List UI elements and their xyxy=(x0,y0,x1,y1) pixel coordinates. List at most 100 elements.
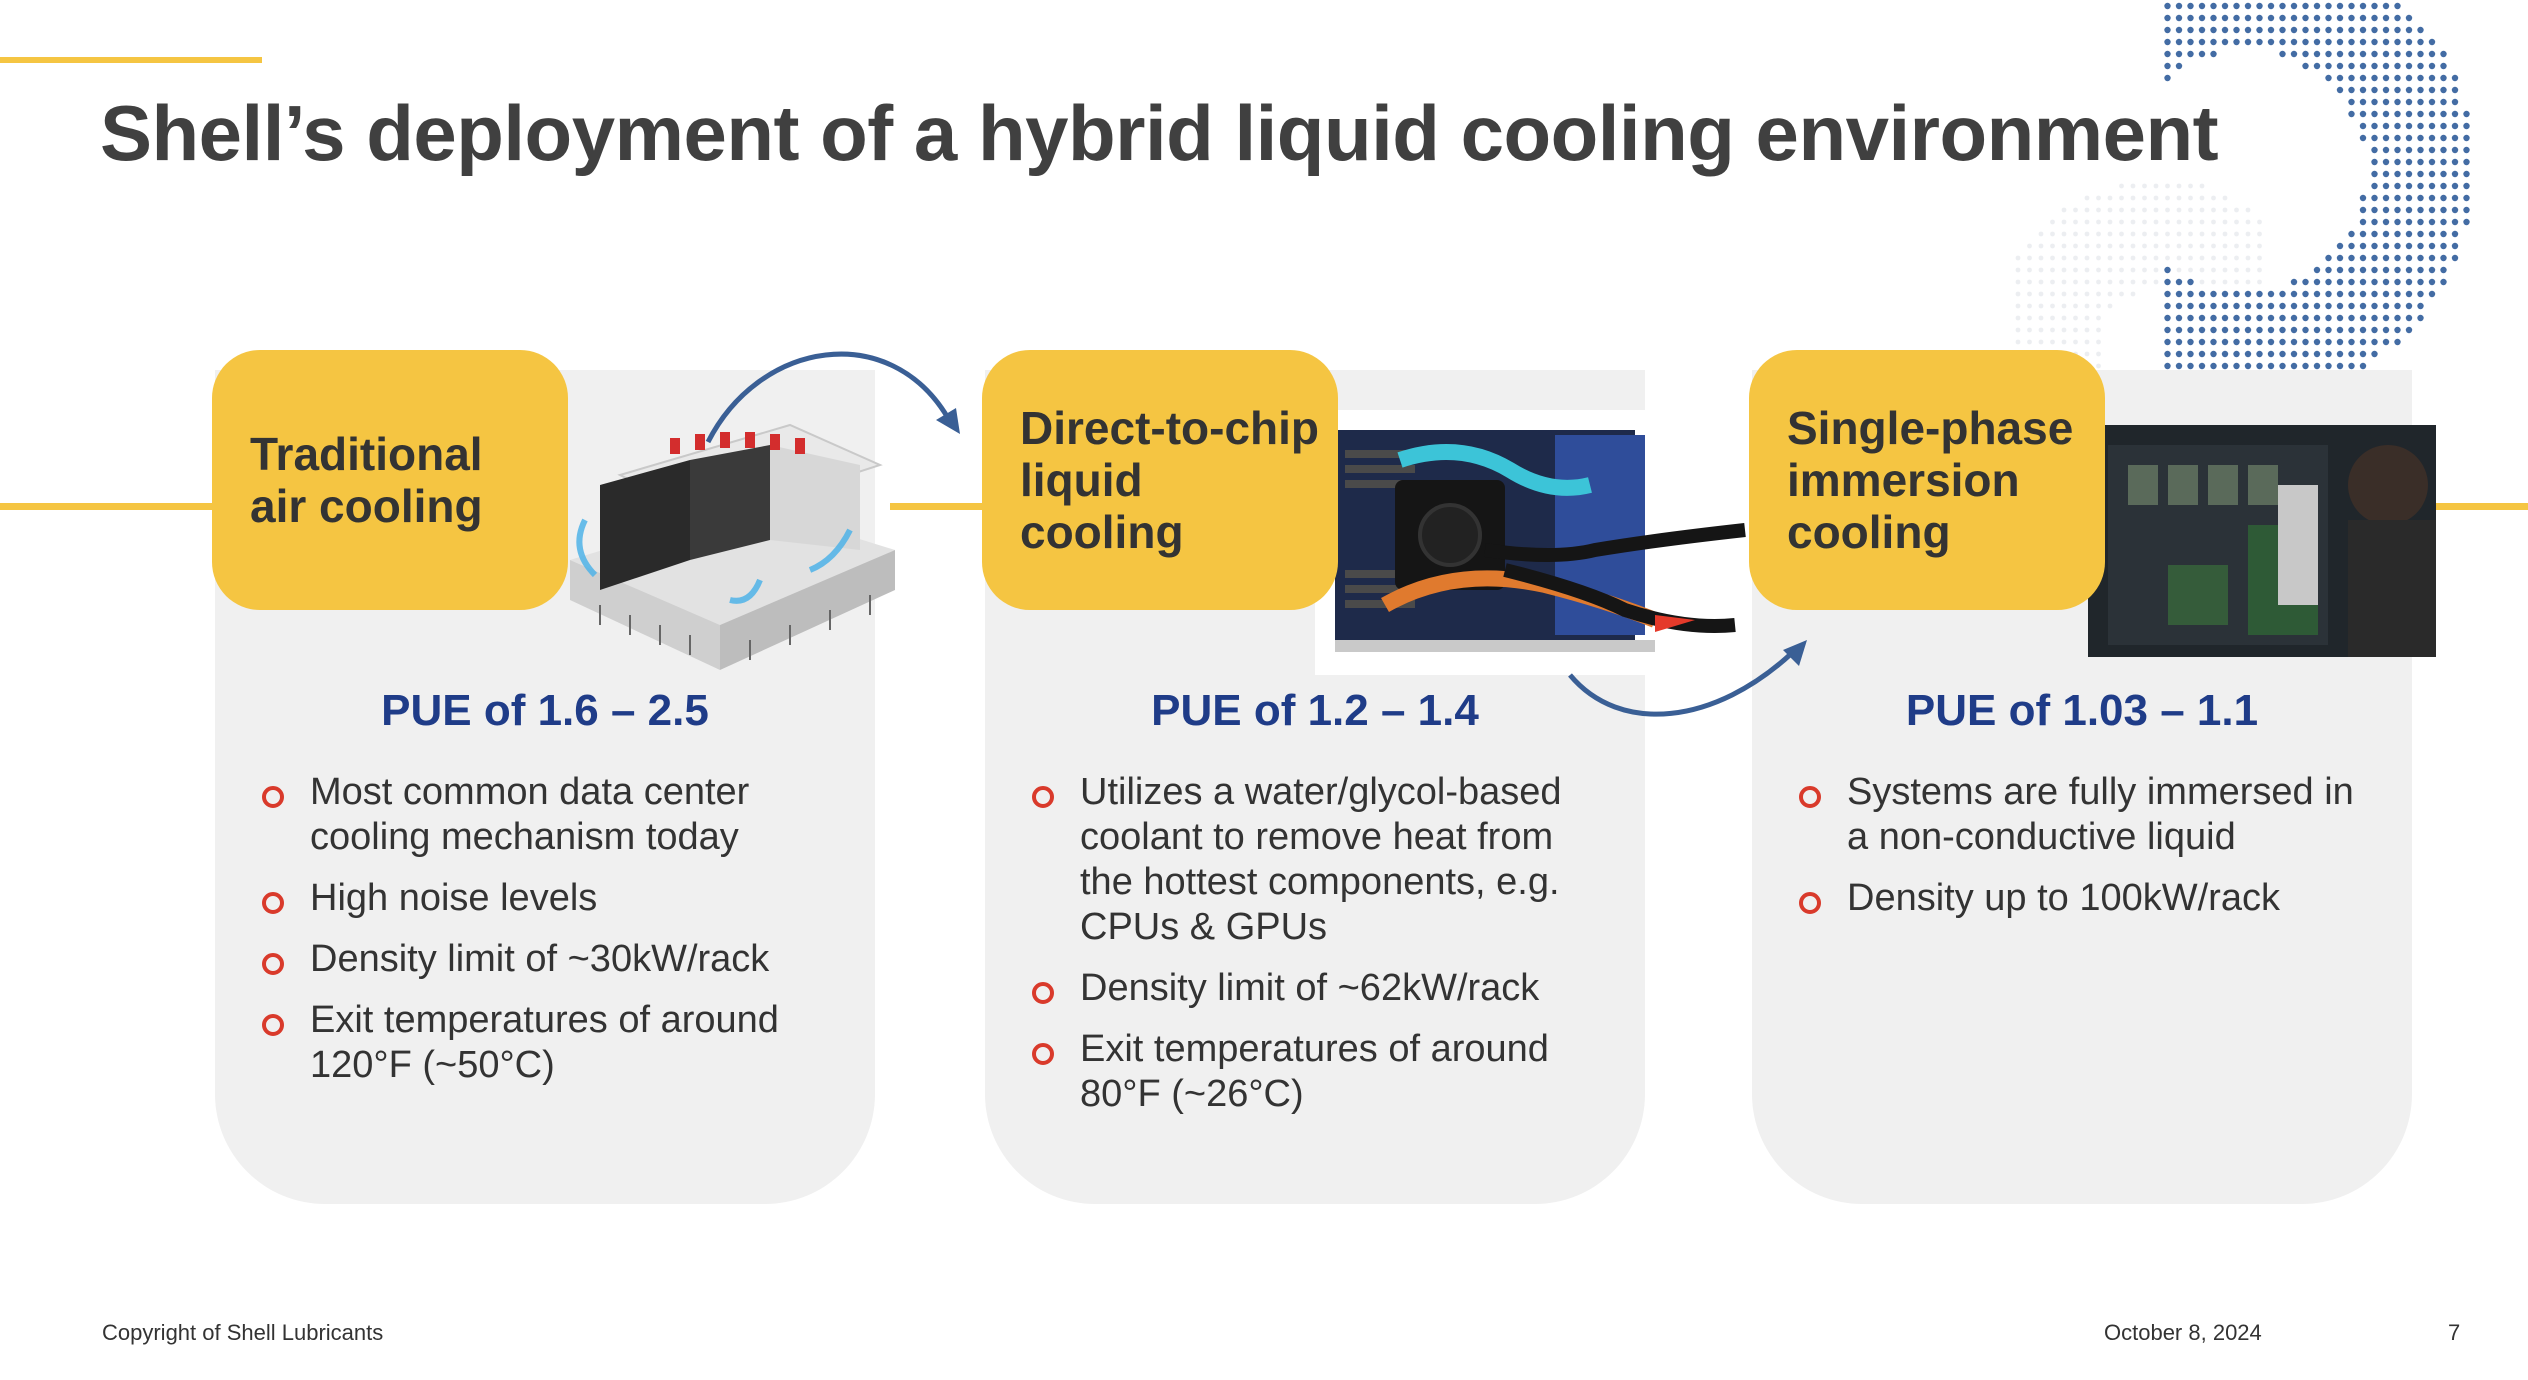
decorative-dot xyxy=(2313,38,2321,46)
decorative-dot xyxy=(2313,50,2321,58)
bullet-item: Density up to 100kW/rack xyxy=(1799,876,2359,921)
decorative-dot xyxy=(2451,146,2459,154)
decorative-dot xyxy=(2153,219,2159,225)
decorative-dot xyxy=(2267,14,2275,22)
decorative-dot xyxy=(2187,302,2194,310)
decorative-dot xyxy=(2199,267,2205,273)
decorative-dot xyxy=(2359,230,2367,238)
decorative-dot xyxy=(2405,38,2413,46)
decorative-dot xyxy=(2257,219,2262,225)
decorative-dot xyxy=(2348,62,2355,70)
decorative-dot xyxy=(2451,158,2459,166)
decorative-dot xyxy=(2084,207,2090,213)
decorative-dot xyxy=(2142,219,2147,225)
decorative-dot xyxy=(2440,86,2447,94)
decorative-dot xyxy=(2336,254,2344,262)
decorative-dot xyxy=(2175,38,2183,46)
decorative-dot xyxy=(2382,14,2390,22)
decorative-dot xyxy=(2027,255,2032,261)
decorative-dot xyxy=(2405,158,2413,166)
decorative-dot xyxy=(2428,74,2436,82)
decorative-dot xyxy=(2290,2,2298,10)
decorative-dot xyxy=(2234,231,2239,237)
decorative-dot xyxy=(2382,266,2390,274)
decorative-dot xyxy=(2233,38,2240,46)
decorative-dot xyxy=(2417,278,2424,286)
decorative-dot xyxy=(2050,219,2055,225)
decorative-dot xyxy=(2417,134,2424,142)
decorative-dot xyxy=(2176,267,2182,273)
decorative-dot xyxy=(2405,218,2413,226)
decorative-dot xyxy=(2153,195,2159,201)
decorative-dot xyxy=(2279,50,2286,58)
decorative-dot xyxy=(2359,14,2367,22)
decorative-dot xyxy=(2027,291,2032,297)
decorative-dot xyxy=(2096,231,2101,237)
decorative-dot xyxy=(2257,255,2262,261)
decorative-dot xyxy=(2279,290,2286,298)
decorative-dot xyxy=(2244,302,2252,310)
decorative-dot xyxy=(2463,170,2470,178)
decorative-dot xyxy=(2096,255,2101,261)
decorative-dot xyxy=(2279,338,2286,346)
decorative-dot xyxy=(2073,339,2078,345)
decorative-dot xyxy=(2394,74,2401,82)
decorative-dot xyxy=(2027,303,2032,309)
decorative-dot xyxy=(2119,219,2124,225)
decorative-dot xyxy=(2084,255,2090,261)
decorative-dot xyxy=(2267,38,2275,46)
decorative-dot xyxy=(2348,2,2355,10)
decorative-dot xyxy=(2405,314,2413,322)
bullet-item: Utilizes a water/glycol-based coolant to… xyxy=(1032,770,1592,950)
decorative-dot xyxy=(2256,2,2263,10)
decorative-dot xyxy=(2290,290,2298,298)
decorative-dot xyxy=(2244,338,2252,346)
decorative-dot xyxy=(2290,350,2298,358)
decorative-dot xyxy=(2198,338,2206,346)
decorative-dot xyxy=(2371,86,2378,94)
decorative-dot xyxy=(2211,255,2216,261)
decorative-dot xyxy=(2244,362,2252,370)
decorative-dot xyxy=(2405,266,2413,274)
decorative-dot xyxy=(2188,255,2193,261)
decorative-dot xyxy=(2290,326,2298,334)
decorative-dot xyxy=(2394,206,2401,214)
decorative-dot xyxy=(2153,255,2159,261)
decorative-dot xyxy=(2096,267,2101,273)
decorative-dot xyxy=(2267,314,2275,322)
decorative-dot xyxy=(2325,362,2332,370)
decorative-dot xyxy=(2359,206,2367,214)
decorative-dot xyxy=(2175,338,2183,346)
decorative-dot xyxy=(2222,279,2228,285)
decorative-dot xyxy=(2027,279,2032,285)
decorative-dot xyxy=(2428,146,2436,154)
decorative-dot xyxy=(2405,26,2413,34)
decorative-dot xyxy=(2371,290,2378,298)
decorative-dot xyxy=(2382,278,2390,286)
decorative-dot xyxy=(2348,14,2355,22)
decorative-dot xyxy=(2027,243,2032,249)
decorative-dot xyxy=(2405,122,2413,130)
decorative-dot xyxy=(2279,302,2286,310)
decorative-dot xyxy=(2198,2,2206,10)
decorative-dot xyxy=(2187,50,2194,58)
decorative-dot xyxy=(2233,290,2240,298)
decorative-dot xyxy=(2336,362,2344,370)
card-tab-air-cooling: Traditional air cooling xyxy=(212,350,568,610)
decorative-dot xyxy=(2371,314,2378,322)
decorative-dot xyxy=(2428,230,2436,238)
page-number: 7 xyxy=(2448,1320,2461,1345)
decorative-dot xyxy=(2279,326,2286,334)
decorative-dot xyxy=(2176,231,2182,237)
decorative-dot xyxy=(2451,74,2459,82)
decorative-dot xyxy=(2440,50,2447,58)
decorative-dot xyxy=(2394,218,2401,226)
decorative-dot xyxy=(2417,242,2424,250)
decorative-dot xyxy=(2405,134,2413,142)
card-tab-line: liquid xyxy=(1020,454,1143,506)
decorative-dot xyxy=(2405,146,2413,154)
decorative-dot xyxy=(2451,230,2459,238)
decorative-dot xyxy=(2245,279,2251,285)
decorative-dot xyxy=(2302,38,2309,46)
decorative-dot xyxy=(2336,278,2344,286)
